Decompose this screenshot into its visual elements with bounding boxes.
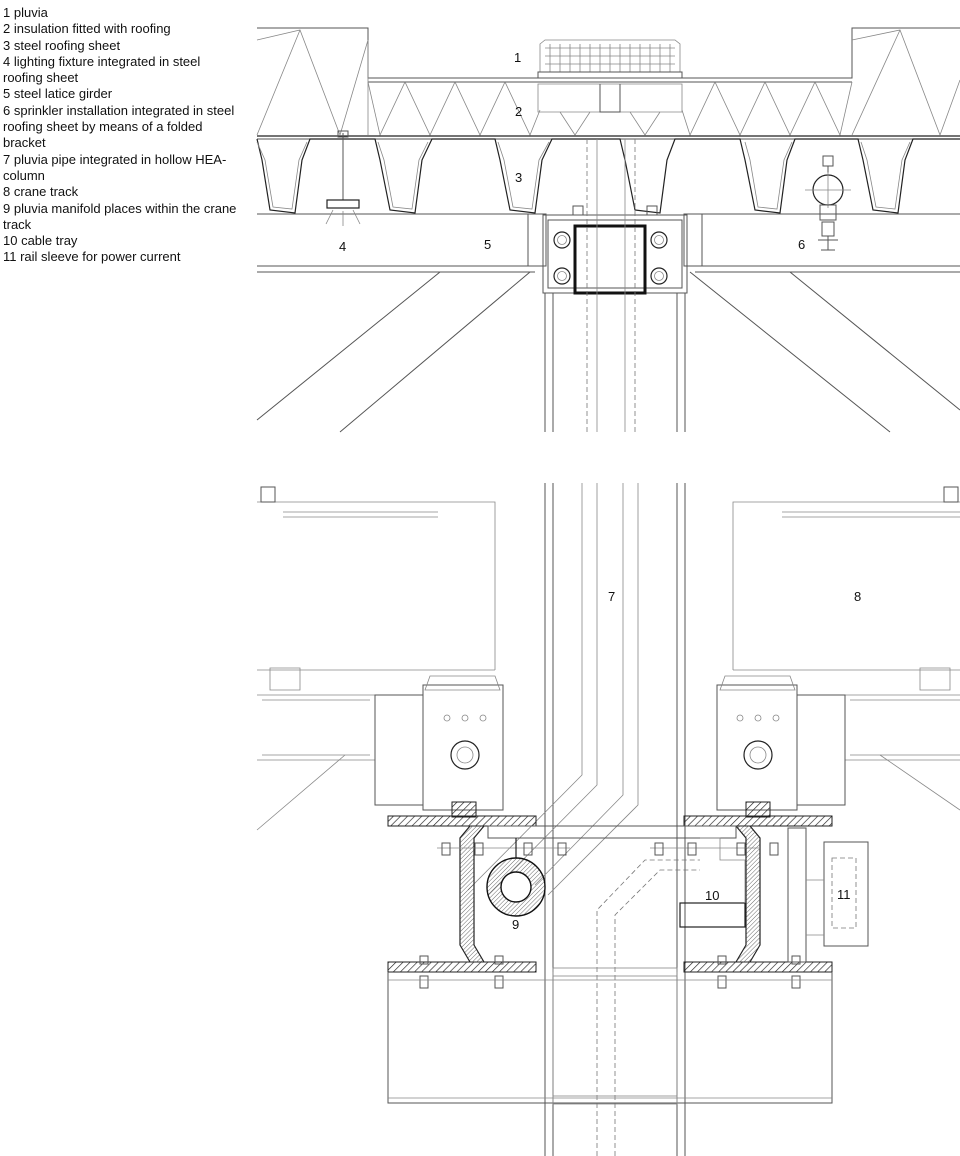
column-head-connection [527,205,703,295]
crane-track-beams [387,815,833,989]
sprinkler-installation [805,155,851,251]
lower-girder [387,967,833,1105]
callout-3: 3 [515,170,522,185]
crane-trolley-left [256,667,504,831]
legend-item-3: 3 steel roofing sheet [3,37,121,53]
steel-roofing-sheet [256,138,960,214]
legend-item-8: 8 crane track [3,184,79,200]
pluvia-manifold [486,838,546,917]
roof-section [256,27,960,433]
legend-item-5: 5 steel latice girder [3,86,113,102]
legend-item-7: 7 pluvia pipe integrated in hollow HEA-c… [3,151,227,183]
callout-4: 4 [339,239,346,254]
callout-7: 7 [608,589,615,604]
callout-10: 10 [705,888,719,903]
legend-item-4: 4 lighting fixture integrated in steel r… [3,53,201,86]
callout-1: 1 [514,50,521,65]
legend-item-1: 1 pluvia [3,5,48,20]
callout-5: 5 [484,237,491,252]
legend-item-10: 10 cable tray [3,233,78,249]
legend: 1 pluvia 2 insulation fitted with roofin… [3,5,243,266]
pluvia-outlet [537,39,683,136]
legend-item-9: 9 pluvia manifold places within the cran… [3,200,237,232]
legend-item-11: 11 rail sleeve for power current [3,249,181,265]
crane-trolley-right [716,667,960,818]
callout-11: 11 [837,887,851,902]
crane-track-section [256,483,960,1156]
cable-tray [679,837,746,928]
legend-item-2: 2 insulation fitted with roofing [3,21,171,37]
legend-item-6: 6 sprinkler installation integrated in s… [3,102,235,151]
callout-2: 2 [515,104,522,119]
callout-8: 8 [854,589,861,604]
rail-sleeve [787,827,869,963]
lighting-fixture [325,130,361,226]
callout-9: 9 [512,917,519,932]
callout-6: 6 [798,237,805,252]
